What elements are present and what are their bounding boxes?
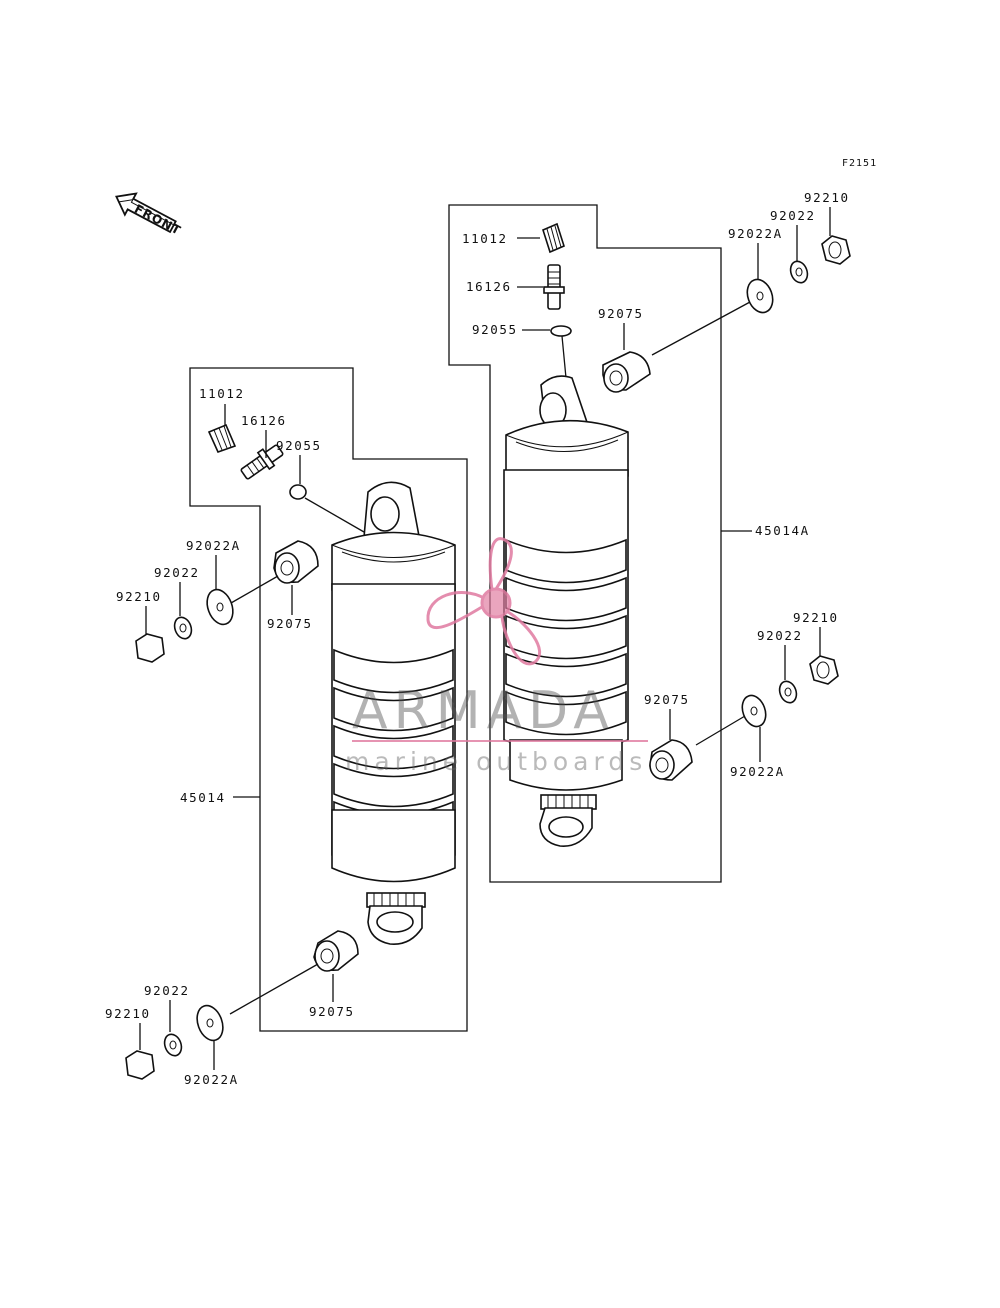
valve-cap-11012-left-icon bbox=[207, 423, 237, 453]
label-92210-top-right: 92210 bbox=[804, 190, 850, 205]
o-ring-92055-left-icon bbox=[289, 484, 307, 500]
label-92022A-top-left: 92022A bbox=[186, 538, 241, 553]
watermark: ARMADA marine outboards bbox=[345, 537, 648, 776]
nut-92210-bottom-right-icon bbox=[809, 655, 839, 685]
washer-92022A-top-right-icon bbox=[746, 278, 774, 314]
label-92022-top-right: 92022 bbox=[770, 208, 816, 223]
nut-92210-bottom-left-icon bbox=[125, 1050, 155, 1080]
watermark-brand: ARMADA bbox=[352, 681, 615, 741]
right-shock-group: 11012 16126 92055 bbox=[448, 190, 851, 883]
label-92055-left: 92055 bbox=[276, 438, 322, 453]
label-92022A-top-right: 92022A bbox=[728, 226, 783, 241]
label-92022A-bottom-left: 92022A bbox=[184, 1072, 239, 1087]
label-92210-top-left: 92210 bbox=[116, 589, 162, 604]
label-92210-bottom-right: 92210 bbox=[793, 610, 839, 625]
washer-92022A-bottom-left-icon bbox=[196, 1004, 224, 1042]
label-45014: 45014 bbox=[180, 790, 226, 805]
label-92075-top-left: 92075 bbox=[267, 616, 313, 631]
left-callout-frame bbox=[189, 367, 468, 1032]
washer-92022-top-right-icon bbox=[789, 260, 809, 284]
label-92075-bottom-left: 92075 bbox=[309, 1004, 355, 1019]
label-92075-bottom-right: 92075 bbox=[644, 692, 690, 707]
washer-92022A-bottom-right-icon bbox=[741, 694, 767, 728]
nut-92210-top-left-icon bbox=[135, 633, 165, 663]
right-shock-absorber-icon bbox=[503, 375, 629, 847]
watermark-tagline: marine outboards bbox=[345, 747, 647, 776]
valve-16126-icon bbox=[543, 264, 565, 310]
label-92075-top-right: 92075 bbox=[598, 306, 644, 321]
label-16126: 16126 bbox=[466, 279, 512, 294]
label-92210-bottom-left: 92210 bbox=[105, 1006, 151, 1021]
left-shock-absorber-icon bbox=[331, 481, 456, 945]
label-92022-bottom-right: 92022 bbox=[757, 628, 803, 643]
washer-92022-bottom-right-icon bbox=[778, 680, 798, 704]
label-92055: 92055 bbox=[472, 322, 518, 337]
washer-92022-bottom-left-icon bbox=[163, 1033, 183, 1057]
valve-16126-left-icon bbox=[240, 444, 284, 480]
label-92022-top-left: 92022 bbox=[154, 565, 200, 580]
nut-92210-top-right-icon bbox=[821, 235, 851, 265]
front-label: FRONT bbox=[132, 202, 183, 238]
figure-code: F2151 bbox=[842, 158, 877, 169]
label-11012: 11012 bbox=[462, 231, 508, 246]
right-callout-frame bbox=[448, 204, 722, 883]
label-11012-left: 11012 bbox=[199, 386, 245, 401]
label-92022-bottom-left: 92022 bbox=[144, 983, 190, 998]
front-arrow-icon: FRONT bbox=[115, 192, 184, 238]
propeller-logo-icon bbox=[426, 537, 542, 666]
valve-cap-11012-icon bbox=[542, 222, 565, 254]
washer-92022A-top-left-icon bbox=[206, 588, 234, 626]
washer-92022-top-left-icon bbox=[173, 616, 193, 640]
label-92022A-bottom-right: 92022A bbox=[730, 764, 785, 779]
left-shock-group: 11012 16126 92055 bbox=[105, 367, 468, 1087]
label-16126-left: 16126 bbox=[241, 413, 287, 428]
o-ring-92055-icon bbox=[550, 325, 572, 337]
label-45014A: 45014A bbox=[755, 523, 810, 538]
